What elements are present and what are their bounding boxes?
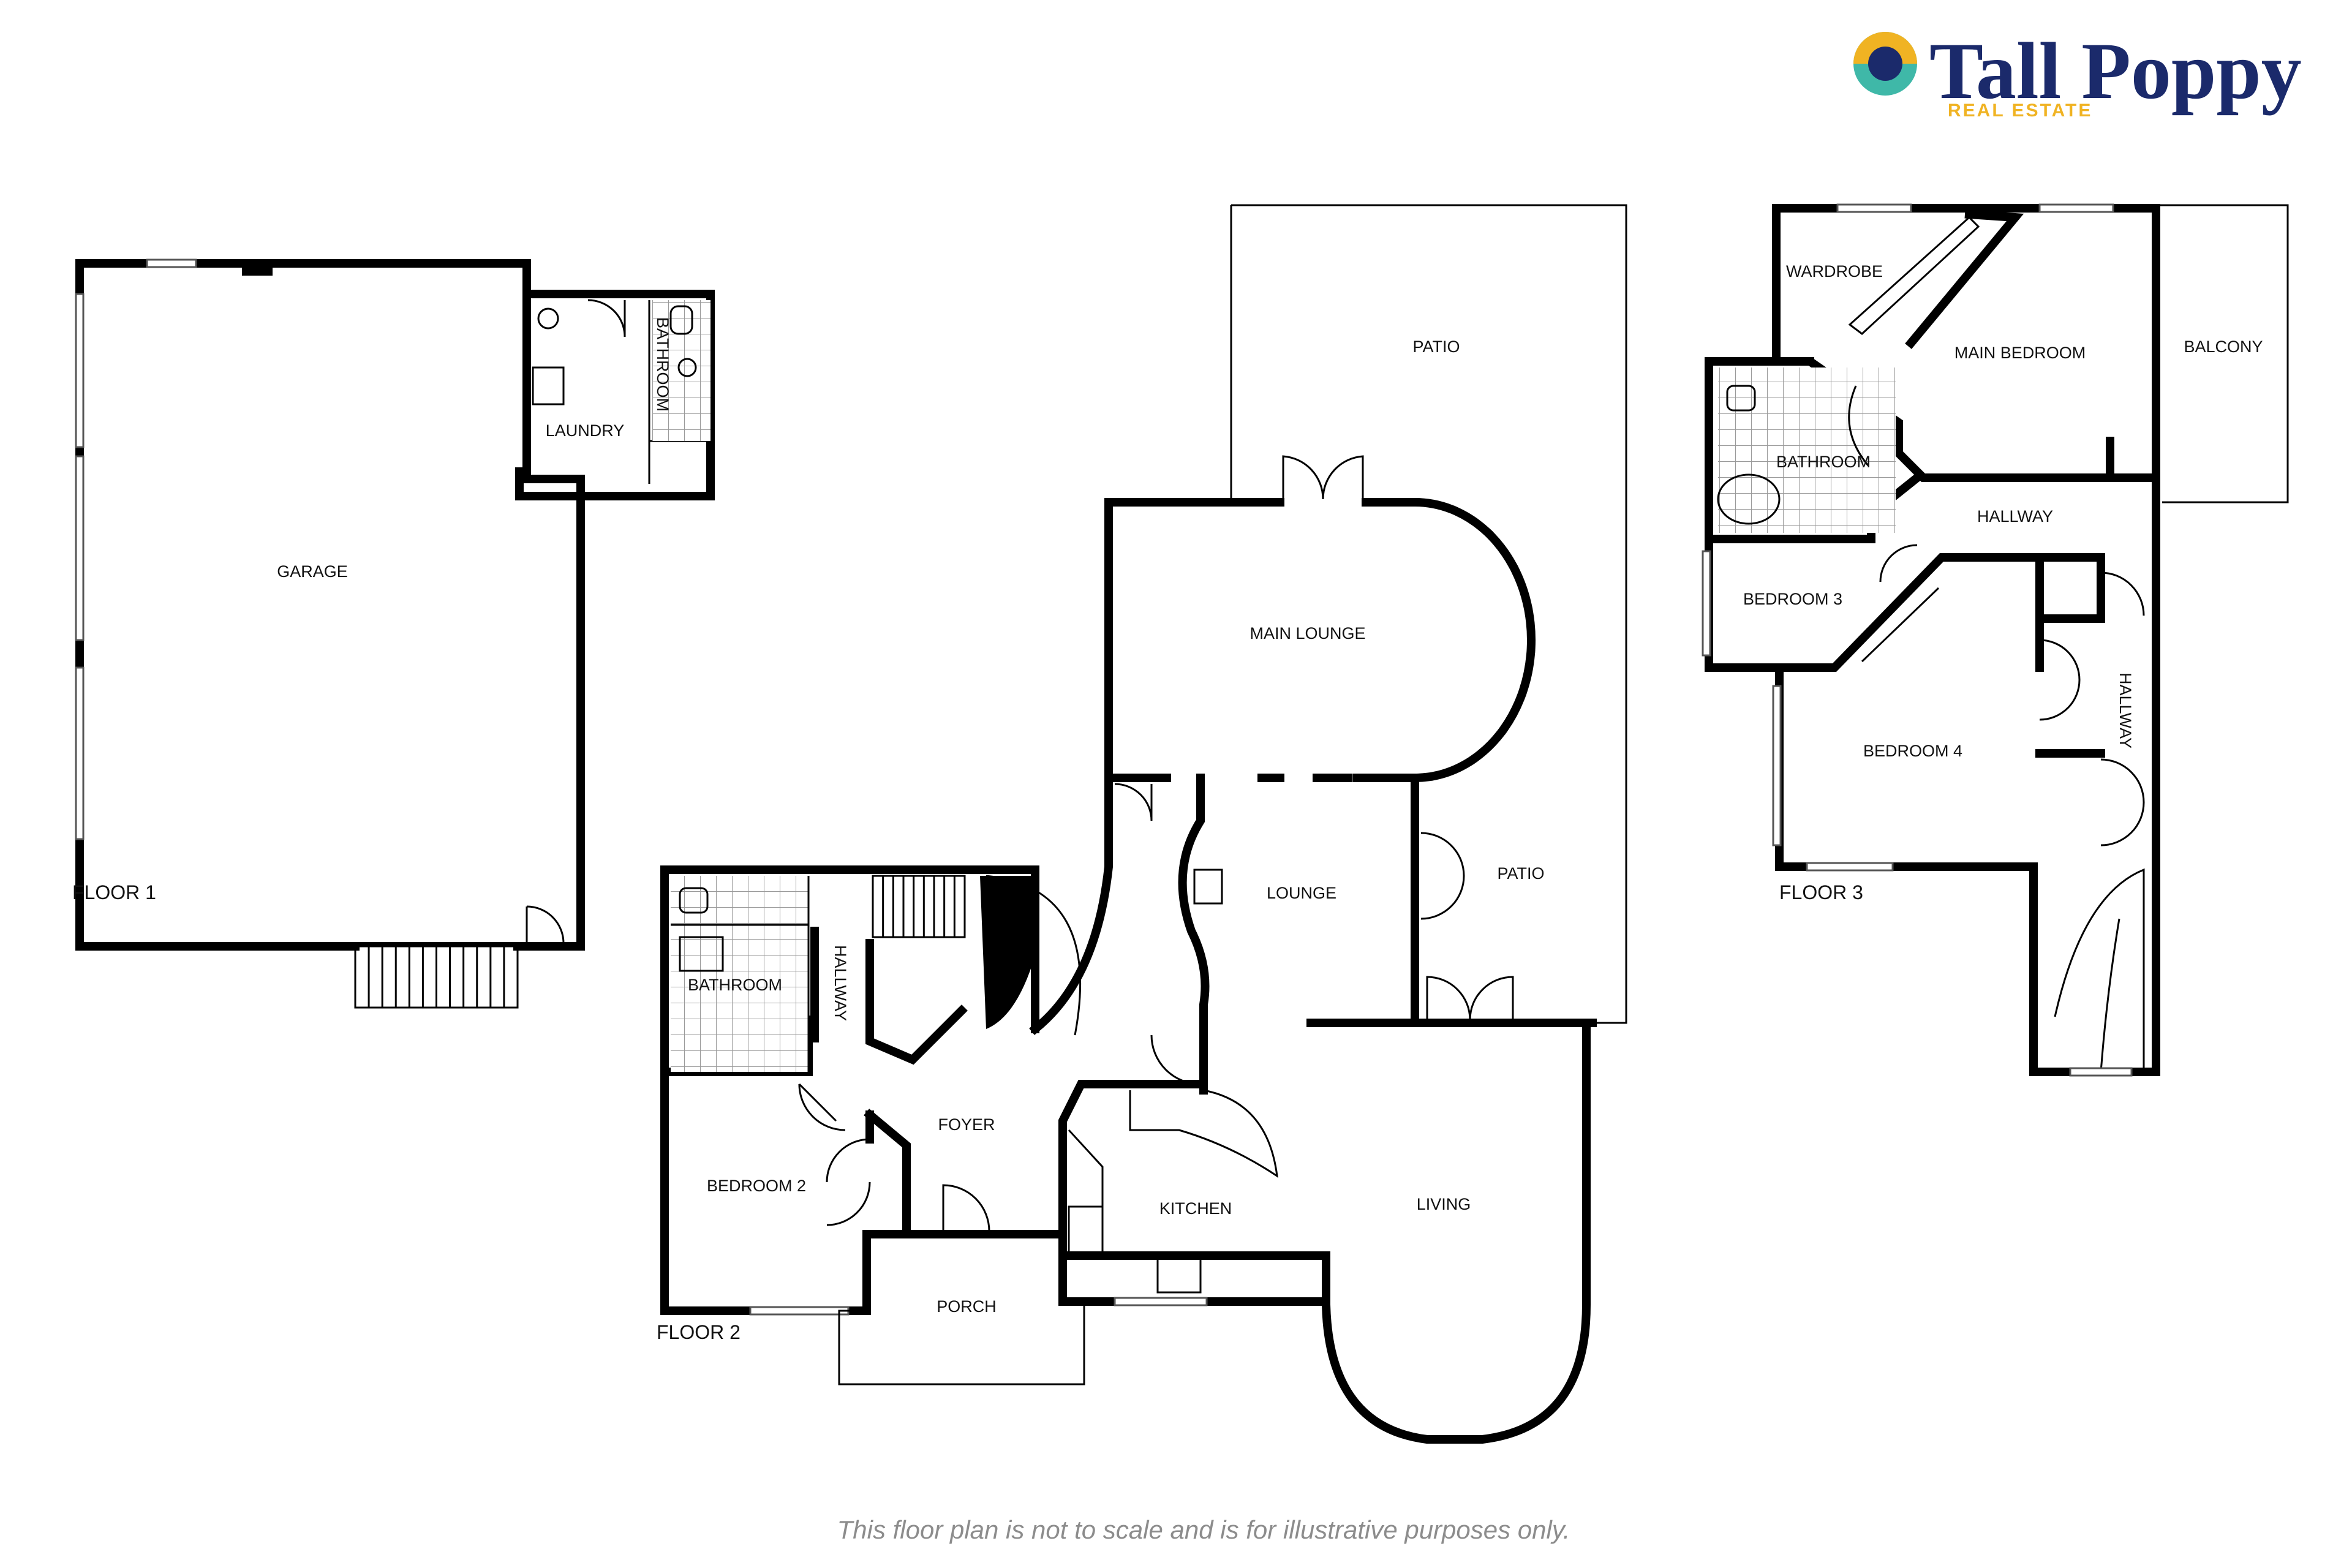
- patio-side-doors: [1420, 832, 1465, 920]
- room-label-hallway-3: HALLWAY: [1977, 507, 2053, 526]
- garage-stairs: [354, 945, 519, 1009]
- brand-tagline: REAL ESTATE: [1948, 100, 2092, 121]
- toilet-icon: [679, 887, 709, 914]
- floor-3-stairs: [2054, 868, 2145, 1073]
- room-label-laundry: LAUNDRY: [546, 421, 625, 440]
- hall-door-swing: [1114, 783, 1153, 821]
- patio-lower-doors: [1426, 976, 1514, 1020]
- garage-window: [75, 666, 85, 840]
- wardrobe-rail: [1848, 385, 1869, 466]
- laundry-walls: [515, 290, 715, 500]
- room-label-bedroom-4: BEDROOM 4: [1863, 742, 1962, 760]
- linen-doors: [2100, 758, 2145, 846]
- room-label-bathroom-3: BATHROOM: [1776, 453, 1871, 471]
- room-label-foyer: FOYER: [938, 1115, 995, 1134]
- foyer-stairs: [872, 875, 1082, 1036]
- bedroom-4-window: [1806, 862, 1894, 872]
- floor-1: [75, 258, 715, 1009]
- bathroom-tiles: [652, 300, 710, 441]
- room-label-bathroom-2: BATHROOM: [688, 976, 782, 994]
- kitchen-door-swing: [1150, 1035, 1202, 1085]
- porch-outline: [838, 1234, 1085, 1385]
- garage-window: [146, 258, 197, 268]
- basin-icon: [677, 358, 697, 377]
- floor-3-label: FLOOR 3: [1779, 881, 1863, 903]
- room-label-balcony: BALCONY: [2184, 337, 2263, 356]
- main-lounge-walls: [1104, 498, 1419, 782]
- brand-name: Tall Poppy: [1929, 26, 2302, 116]
- floor-2-label: FLOOR 2: [657, 1321, 741, 1343]
- brand-mark-icon: [1853, 32, 1917, 96]
- room-label-living: LIVING: [1417, 1195, 1471, 1213]
- lounge-walls: [1306, 777, 1597, 1027]
- room-label-patio-side: PATIO: [1497, 864, 1544, 883]
- room-label-bedroom-2: BEDROOM 2: [707, 1177, 806, 1195]
- main-bedroom-window: [1836, 203, 1912, 213]
- room-label-garage: GARAGE: [277, 562, 348, 581]
- bathroom-2-tiles: [671, 876, 809, 1072]
- room-label-bathroom: BATHROOM: [654, 317, 672, 412]
- hallway-door-swing: [2100, 571, 2145, 616]
- wardrobe-shelf: [1848, 216, 1980, 335]
- sink-icon: [532, 366, 565, 405]
- garage-door-swing: [526, 905, 565, 946]
- room-label-patio: PATIO: [1412, 337, 1460, 356]
- room-label-main-lounge: MAIN LOUNGE: [1250, 624, 1365, 643]
- living-walls: [1322, 1019, 1591, 1444]
- floor-3: [1702, 203, 2289, 1077]
- kitchen-walls: [1058, 1080, 1330, 1306]
- garage-window: [75, 293, 85, 448]
- main-bedroom-walls: [1772, 204, 2160, 1076]
- balcony-outline: [2156, 204, 2289, 503]
- garage-beam: [242, 265, 273, 276]
- bathroom-3-tiles: [1718, 368, 1896, 533]
- garage-window: [75, 455, 85, 641]
- kitchen-window: [1114, 1297, 1208, 1306]
- room-label-porch: PORCH: [937, 1297, 997, 1316]
- garage-walls: [75, 259, 585, 951]
- toilet-icon: [669, 305, 693, 335]
- room-label-hallway-vertical: HALLWAY: [2116, 673, 2135, 748]
- bedroom-2-door-swing: [798, 1083, 846, 1131]
- washer-icon: [537, 307, 559, 330]
- cooktop-icon: [1068, 1205, 1104, 1257]
- room-label-kitchen: KITCHEN: [1159, 1199, 1232, 1218]
- room-label-bedroom-3: BEDROOM 3: [1743, 590, 1842, 608]
- kitchen-sink-icon: [1156, 1257, 1202, 1294]
- bedroom-4-wardrobe-doors: [2039, 639, 2081, 721]
- bedroom-3-door-swing: [1879, 544, 1918, 582]
- floor-1-label: FLOOR 1: [72, 881, 156, 903]
- room-label-main-bedroom: MAIN BEDROOM: [1954, 344, 2086, 362]
- laundry-door-swing: [587, 299, 626, 337]
- room-labels: GARAGE LAUNDRY BATHROOM PATIO MAIN LOUNG…: [277, 262, 2263, 1316]
- bathtub-icon: [1717, 473, 1781, 525]
- wardrobe-doors: [826, 1138, 871, 1226]
- hallway-window: [2069, 1067, 2133, 1077]
- bedroom-3-window: [1702, 550, 1711, 657]
- toilet-icon: [1726, 385, 1756, 412]
- bedroom-2-window: [749, 1306, 850, 1316]
- brand-logo: Tall Poppy REAL ESTATE: [1853, 26, 2302, 121]
- patio-french-doors: [1282, 455, 1364, 502]
- disclaimer-text: This floor plan is not to scale and is f…: [837, 1515, 1570, 1544]
- bedroom-3-walls: [1705, 535, 2044, 871]
- bedroom-4-window: [1772, 685, 1782, 846]
- room-label-wardrobe: WARDROBE: [1786, 262, 1883, 281]
- main-bedroom-window: [2038, 203, 2114, 213]
- main-lounge-bay: [1352, 497, 1536, 782]
- basin-icon: [679, 936, 724, 972]
- room-label-hallway: HALLWAY: [831, 945, 850, 1021]
- entry-door-swing: [942, 1184, 990, 1234]
- room-label-lounge: LOUNGE: [1267, 884, 1336, 902]
- floor-2: [660, 204, 1627, 1444]
- fireplace-icon: [1193, 869, 1223, 905]
